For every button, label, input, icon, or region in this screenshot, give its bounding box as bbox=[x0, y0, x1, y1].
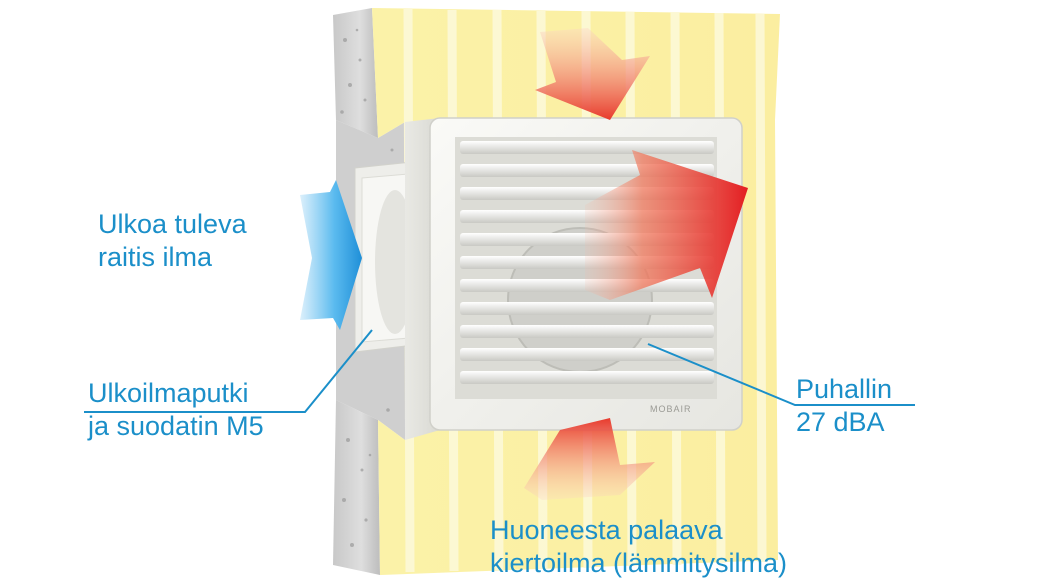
return-air-label-line2: kiertoilma (lämmitysilma) bbox=[490, 547, 787, 580]
pipe-filter-label-line2: ja suodatin M5 bbox=[88, 410, 264, 443]
outdoor-air-label: Ulkoa tuleva raitis ilma bbox=[98, 208, 247, 274]
return-air-label: Huoneesta palaava kiertoilma (lämmitysil… bbox=[490, 514, 787, 580]
brand-logo: MOBAIR bbox=[650, 404, 692, 414]
fan-label-line2: 27 dBA bbox=[796, 406, 892, 439]
fan-label: Puhallin 27 dBA bbox=[796, 373, 892, 439]
pipe-filter-label-line1: Ulkoilmaputki bbox=[88, 377, 264, 410]
pipe-filter-label: Ulkoilmaputki ja suodatin M5 bbox=[88, 377, 264, 443]
outdoor-air-label-line1: Ulkoa tuleva bbox=[98, 208, 247, 241]
return-air-label-line1: Huoneesta palaava bbox=[490, 514, 787, 547]
fan-label-line1: Puhallin bbox=[796, 373, 892, 406]
outdoor-air-label-line2: raitis ilma bbox=[98, 241, 247, 274]
